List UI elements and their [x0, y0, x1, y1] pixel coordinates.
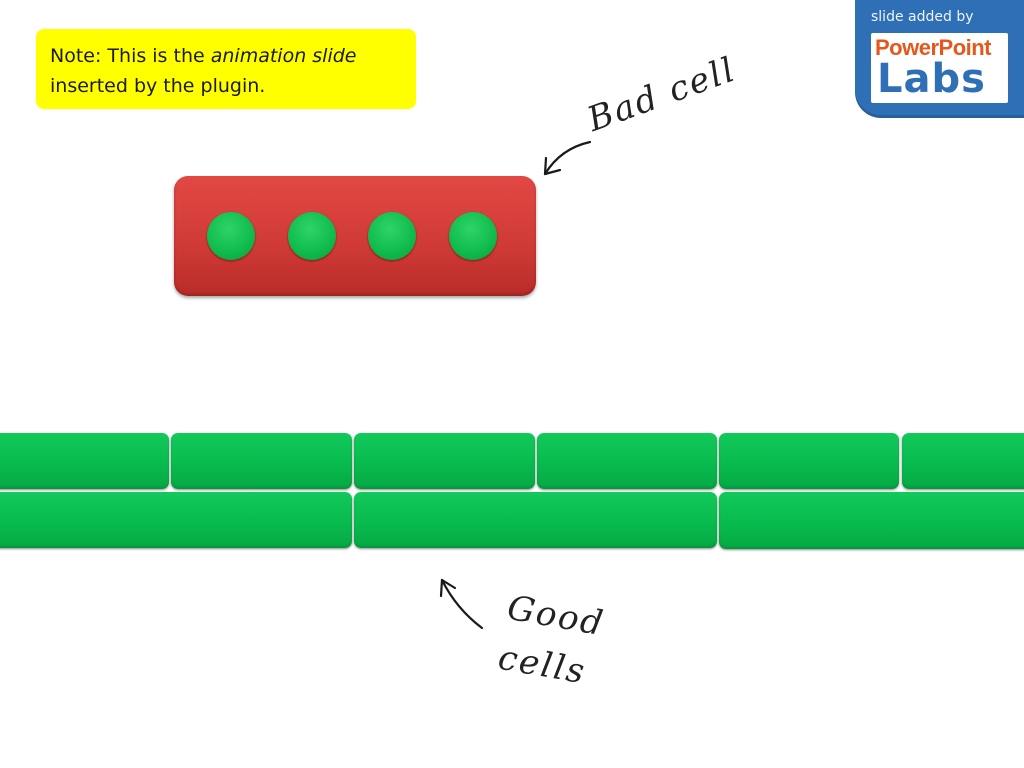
good-cell [537, 433, 717, 489]
note-text-line2: inserted by the plugin. [50, 75, 266, 97]
good-cell [719, 433, 899, 489]
bad-cell-dot [207, 212, 255, 260]
bad-cell [174, 176, 536, 296]
good-cell [0, 433, 169, 489]
good-cell [354, 433, 535, 489]
bad-cell-dot [449, 212, 497, 260]
good-cell [719, 492, 1024, 549]
powerpointlabs-badge: slide added by PowerPoint Labs [855, 0, 1024, 118]
bad-cell-arrow-icon [543, 140, 592, 176]
note-text-emphasis: animation slide [210, 45, 357, 67]
badge-caption: slide added by [871, 9, 974, 25]
good-cell [171, 433, 352, 489]
bad-cell-dot [288, 212, 336, 260]
note-callout: Note: This is the animation slide insert… [36, 29, 416, 109]
bad-cell-dot [368, 212, 416, 260]
good-cell [354, 492, 717, 548]
logo-labs-text: Labs [877, 56, 986, 102]
good-cells-arrow-icon [439, 578, 484, 630]
powerpointlabs-logo: PowerPoint Labs [871, 33, 1008, 103]
good-cell [0, 492, 352, 548]
logo-powerpoint-text: PowerPoint [875, 35, 992, 60]
note-text-prefix: Note: This is the [50, 45, 211, 67]
good-cell [902, 433, 1024, 489]
